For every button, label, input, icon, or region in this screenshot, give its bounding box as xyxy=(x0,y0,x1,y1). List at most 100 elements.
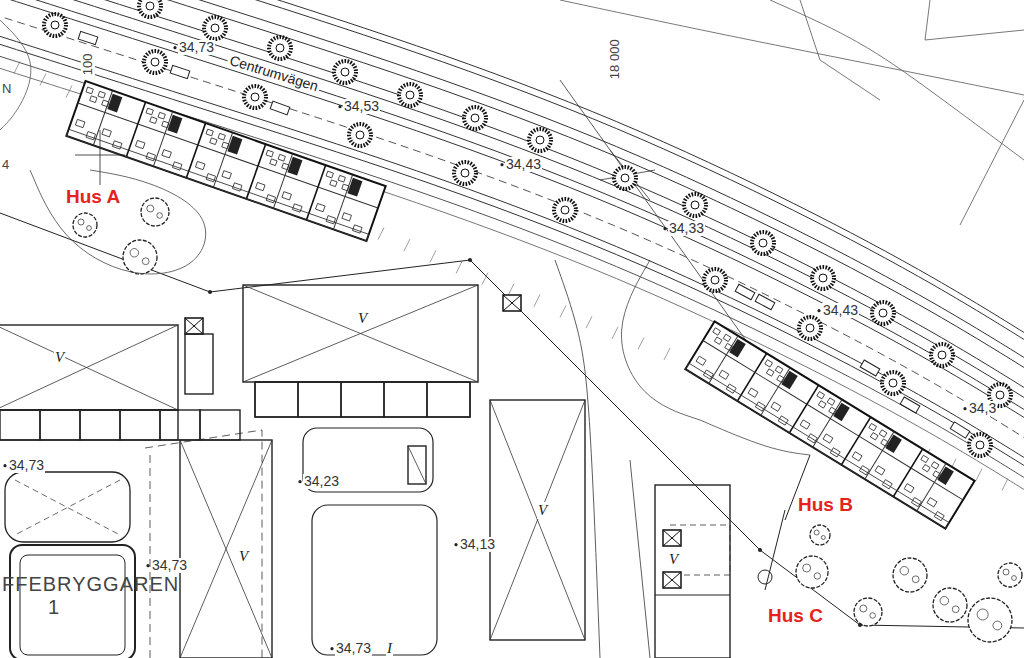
street-tree-core xyxy=(759,239,767,247)
dashed-outline xyxy=(150,455,151,658)
paving-joint xyxy=(976,469,982,481)
street-tree xyxy=(454,162,476,184)
furniture xyxy=(75,119,85,127)
elevation-point xyxy=(663,227,666,230)
furniture xyxy=(696,356,706,365)
tree-foliage xyxy=(860,605,867,612)
roof-mark: V xyxy=(238,548,249,565)
furniture xyxy=(146,108,153,115)
paving-joint xyxy=(508,284,514,296)
room-wall xyxy=(755,372,807,404)
tree-foliage xyxy=(130,249,139,258)
roof-cross xyxy=(243,285,478,382)
furniture xyxy=(266,150,273,157)
roof-cross xyxy=(243,285,478,382)
furniture xyxy=(218,133,225,140)
paving-joint xyxy=(560,305,566,317)
building-outline xyxy=(66,81,385,241)
furniture xyxy=(150,117,157,124)
street-tree xyxy=(44,14,66,36)
facade-bay xyxy=(40,410,80,440)
furniture xyxy=(206,129,213,136)
road-edge xyxy=(0,38,1024,478)
street-tree-core xyxy=(976,441,984,449)
kiosk-outline xyxy=(20,555,125,655)
paving-joint xyxy=(404,239,410,251)
street-tree-core xyxy=(406,91,414,99)
plan-label: N xyxy=(2,82,11,96)
tree-foliage xyxy=(1012,576,1017,581)
furniture xyxy=(922,464,930,471)
street-tree-core xyxy=(146,2,154,10)
deciduous-tree xyxy=(968,598,1012,642)
elevation-point xyxy=(330,647,333,650)
street-tree-core xyxy=(621,174,629,182)
furniture xyxy=(98,91,105,98)
furniture xyxy=(800,420,810,429)
street-tree xyxy=(244,86,266,108)
furniture xyxy=(723,334,731,341)
survey-cross xyxy=(610,150,650,200)
elevation-label: 34,23 xyxy=(303,474,340,489)
green-area-outline xyxy=(700,420,810,455)
furniture xyxy=(933,471,941,478)
elevation-point xyxy=(3,464,6,467)
roof-mark: V xyxy=(668,551,679,568)
paving-joint xyxy=(586,316,592,328)
parked-car xyxy=(860,360,880,376)
roof-cross xyxy=(490,400,585,640)
furniture xyxy=(882,480,892,489)
parked-car xyxy=(78,31,98,44)
parked-car xyxy=(735,284,755,300)
street-tree-core xyxy=(461,169,469,177)
furniture xyxy=(330,180,337,187)
apartment-building xyxy=(685,321,974,528)
furniture xyxy=(852,452,862,461)
furniture xyxy=(102,129,112,137)
service-box xyxy=(503,295,521,311)
elevation-label: 34,13 xyxy=(459,537,496,552)
furniture xyxy=(818,401,826,408)
street-tree-core xyxy=(806,324,814,332)
furniture xyxy=(158,112,165,119)
elevation-label: 34,3 xyxy=(968,401,997,416)
dashed-outline xyxy=(145,430,262,658)
paving-joint xyxy=(40,73,46,85)
furniture xyxy=(830,448,840,457)
plan-label: FFEBRYGGAREN xyxy=(2,573,179,595)
tree-foliage xyxy=(78,219,84,225)
contour-line xyxy=(770,0,1024,160)
existing-building xyxy=(255,382,470,417)
parked-car xyxy=(900,397,920,413)
service-box-cross xyxy=(663,572,681,588)
small-shrub xyxy=(758,570,772,584)
existing-building xyxy=(0,410,178,440)
property-line xyxy=(0,213,1024,628)
tree-foliage xyxy=(814,530,819,535)
street-tree xyxy=(349,124,371,146)
play-area-cross xyxy=(15,480,120,535)
paving-joint xyxy=(14,61,20,73)
deciduous-tree xyxy=(796,556,828,588)
roof-mark: I xyxy=(386,640,393,657)
green-area-outline xyxy=(30,170,206,274)
boundary-point xyxy=(758,548,762,552)
furniture xyxy=(719,370,729,379)
furniture xyxy=(766,369,774,376)
tree-foliage xyxy=(940,597,949,606)
street-tree xyxy=(399,84,421,106)
stair-core xyxy=(227,136,242,155)
stair-core xyxy=(287,157,302,176)
street-tree-core xyxy=(151,58,159,66)
service-box-cross xyxy=(185,318,203,334)
furniture xyxy=(316,203,326,211)
roof-cross xyxy=(0,325,178,410)
street-tree xyxy=(931,344,953,366)
furniture xyxy=(775,366,783,373)
street-tree xyxy=(334,61,356,83)
existing-building xyxy=(243,285,478,382)
furniture xyxy=(927,498,937,507)
elevation-point xyxy=(500,163,503,166)
service-box xyxy=(663,530,681,546)
